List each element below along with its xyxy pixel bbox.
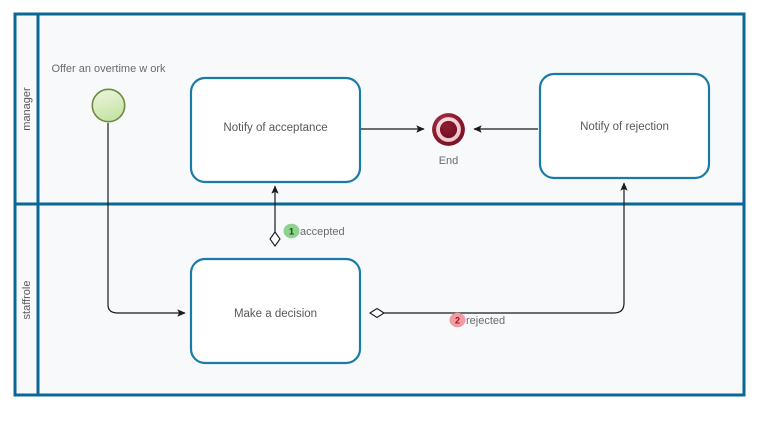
task-make-a-decision-label: Make a decision (234, 308, 317, 320)
task-notify-of-rejection[interactable]: Notify of rejection (538, 72, 711, 180)
task-make-a-decision-box (189, 257, 362, 365)
flow-accepted-label: accepted (300, 226, 345, 238)
task-notify-of-acceptance-label: Notify of acceptance (223, 122, 327, 134)
flow-accepted-source-marker (269, 231, 281, 247)
flow-accepted-annotation[interactable]: 1 accepted (283, 223, 345, 239)
end-event[interactable]: End (432, 113, 465, 167)
start-event-label: Offer an overtime w ork (51, 63, 166, 75)
flow-rejected-badge-circle (449, 312, 466, 328)
start-event[interactable]: Offer an overtime w ork (51, 63, 166, 123)
sequence-flows (107, 123, 628, 319)
flow-start-to-decision[interactable] (107, 123, 186, 317)
flow-accepted-badge-number: 1 (289, 226, 294, 236)
lane-staffrole-header (13, 202, 40, 397)
flow-rejected-label: rejected (466, 315, 505, 327)
flow-rejected-badge-number: 2 (455, 315, 460, 325)
task-notify-of-acceptance-box (189, 76, 362, 184)
task-notify-of-acceptance[interactable]: Notify of acceptance (189, 76, 362, 184)
flow-rejected-annotation[interactable]: 2 rejected (449, 312, 506, 328)
task-notify-of-rejection-label: Notify of rejection (580, 121, 669, 133)
lane-staffrole-body (13, 202, 746, 397)
lane-staffrole-label: staffrole (21, 281, 33, 320)
flow-rejected[interactable] (374, 182, 628, 314)
lane-staffrole[interactable]: staffrole (13, 202, 746, 397)
end-event-label: End (439, 155, 459, 167)
start-event-circle (91, 88, 126, 123)
task-make-a-decision[interactable]: Make a decision (189, 257, 362, 365)
end-event-core (439, 120, 458, 139)
flow-accepted-badge-circle (283, 223, 300, 239)
flow-rejected-source-marker (368, 307, 386, 319)
task-notify-of-rejection-box (538, 72, 711, 180)
lane-manager-label: manager (21, 87, 33, 131)
